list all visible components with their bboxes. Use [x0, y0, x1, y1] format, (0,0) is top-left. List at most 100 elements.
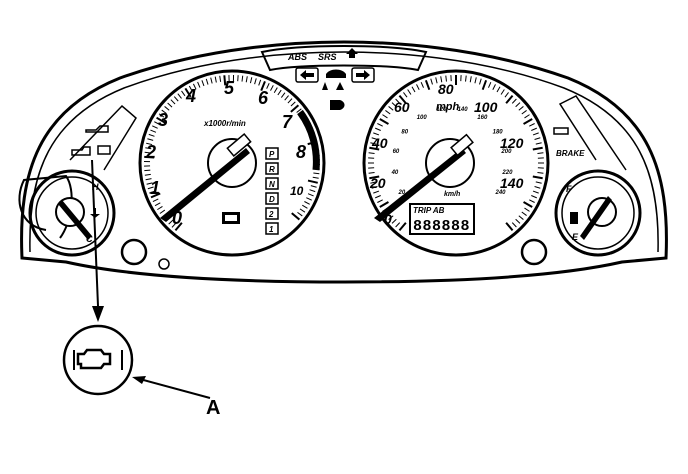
check-engine-lamp-detail	[62, 324, 134, 396]
tick-mark	[164, 106, 170, 111]
headlight-icon	[330, 100, 345, 110]
kmh-number: 80	[401, 130, 408, 136]
tick-mark	[374, 127, 381, 131]
tick-mark	[388, 215, 394, 220]
check-engine-icon-small	[71, 146, 91, 156]
tach-unit-label: x1000r/min	[203, 119, 246, 128]
tick-mark	[277, 89, 282, 96]
brake-warning-label: BRAKE	[556, 149, 585, 158]
tick-mark	[496, 86, 501, 93]
tick-mark	[307, 193, 314, 197]
tick-mark	[537, 172, 544, 174]
mph-unit-label: mph	[436, 101, 460, 113]
tick-mark	[171, 222, 177, 228]
tick-mark	[184, 87, 192, 98]
gear-r: R	[265, 162, 279, 175]
tick-mark	[385, 110, 391, 115]
tick-mark	[181, 90, 186, 97]
tick-mark	[369, 175, 380, 180]
tick-mark	[146, 182, 153, 185]
tick-mark	[144, 169, 151, 172]
tick-mark	[284, 95, 289, 101]
tick-mark	[524, 207, 530, 212]
tick-mark	[379, 201, 389, 208]
tick-mark	[290, 104, 300, 113]
tick-mark	[177, 93, 182, 99]
tick-mark	[170, 99, 176, 105]
tick-mark	[532, 190, 539, 194]
kmh-number: 20	[398, 190, 406, 196]
tach-number-3: 3	[158, 110, 168, 130]
tick-mark	[521, 211, 527, 216]
tach-number-2: 2	[145, 142, 156, 162]
tick-mark	[147, 138, 154, 141]
tick-mark	[504, 92, 509, 98]
tick-mark	[440, 76, 443, 83]
tick-mark	[223, 75, 227, 86]
tick-mark	[307, 179, 318, 184]
odometer-trip-label: TRIP AB	[413, 206, 445, 215]
temperature-gauge: H C	[18, 104, 137, 257]
tick-mark	[407, 89, 412, 95]
tick-mark	[309, 189, 316, 193]
tick-mark	[296, 108, 302, 113]
tick-mark	[505, 222, 514, 232]
tick-mark	[219, 75, 222, 82]
tick-mark	[302, 204, 308, 209]
tach-number-5: 5	[224, 78, 235, 98]
tach-number-6: 6	[258, 88, 269, 108]
gear-p: P	[265, 147, 279, 160]
kmh-number: 120	[436, 107, 447, 113]
tick-mark	[154, 121, 160, 125]
tick-mark	[518, 106, 524, 111]
tick-mark	[377, 123, 383, 127]
fuel-full-label: F	[566, 184, 572, 194]
tick-mark	[312, 176, 319, 179]
kmh-number: 200	[500, 149, 512, 155]
tick-mark	[430, 78, 433, 85]
tick-mark	[299, 208, 306, 213]
seatbelt-warning-icon	[346, 48, 358, 58]
tick-mark	[168, 219, 174, 225]
tach-number-10: 10	[290, 184, 304, 198]
gear-d: D	[265, 192, 279, 205]
tick-mark	[395, 98, 401, 104]
gear-n: N	[265, 177, 279, 190]
tick-mark	[145, 147, 152, 150]
tick-mark	[371, 186, 378, 189]
tick-mark	[373, 190, 380, 194]
tick-mark	[148, 133, 155, 137]
tick-mark	[273, 87, 278, 93]
tick-mark	[245, 76, 248, 83]
right-turn-signal-icon	[351, 67, 375, 83]
temp-cold-label: C	[86, 234, 93, 244]
tick-mark	[535, 142, 542, 145]
tick-mark	[523, 201, 533, 208]
tick-mark	[371, 137, 378, 140]
tick-mark	[310, 185, 317, 188]
tick-mark	[258, 79, 262, 86]
tach-number-1: 1	[150, 178, 160, 198]
tick-mark	[192, 83, 197, 90]
engine-oil-icon	[336, 82, 344, 90]
tick-mark	[416, 84, 420, 90]
tick-mark	[154, 202, 161, 207]
kmh-number: 160	[477, 115, 488, 121]
tick-mark	[266, 83, 270, 89]
tick-mark	[518, 215, 524, 220]
tick-mark	[435, 77, 438, 84]
tick-mark	[370, 181, 377, 184]
tick-mark	[395, 222, 401, 228]
tick-mark	[511, 222, 517, 228]
tick-mark	[201, 80, 205, 87]
tick-mark	[304, 201, 310, 205]
callout-arrow	[91, 159, 104, 322]
mph-number-120: 120	[500, 135, 524, 151]
fuel-needle	[580, 196, 612, 240]
door-ajar-icon	[326, 69, 346, 78]
tick-mark	[382, 114, 388, 119]
tick-mark	[249, 77, 253, 84]
tick-mark	[534, 137, 541, 140]
tick-mark	[532, 175, 543, 180]
tick-mark	[368, 172, 375, 174]
